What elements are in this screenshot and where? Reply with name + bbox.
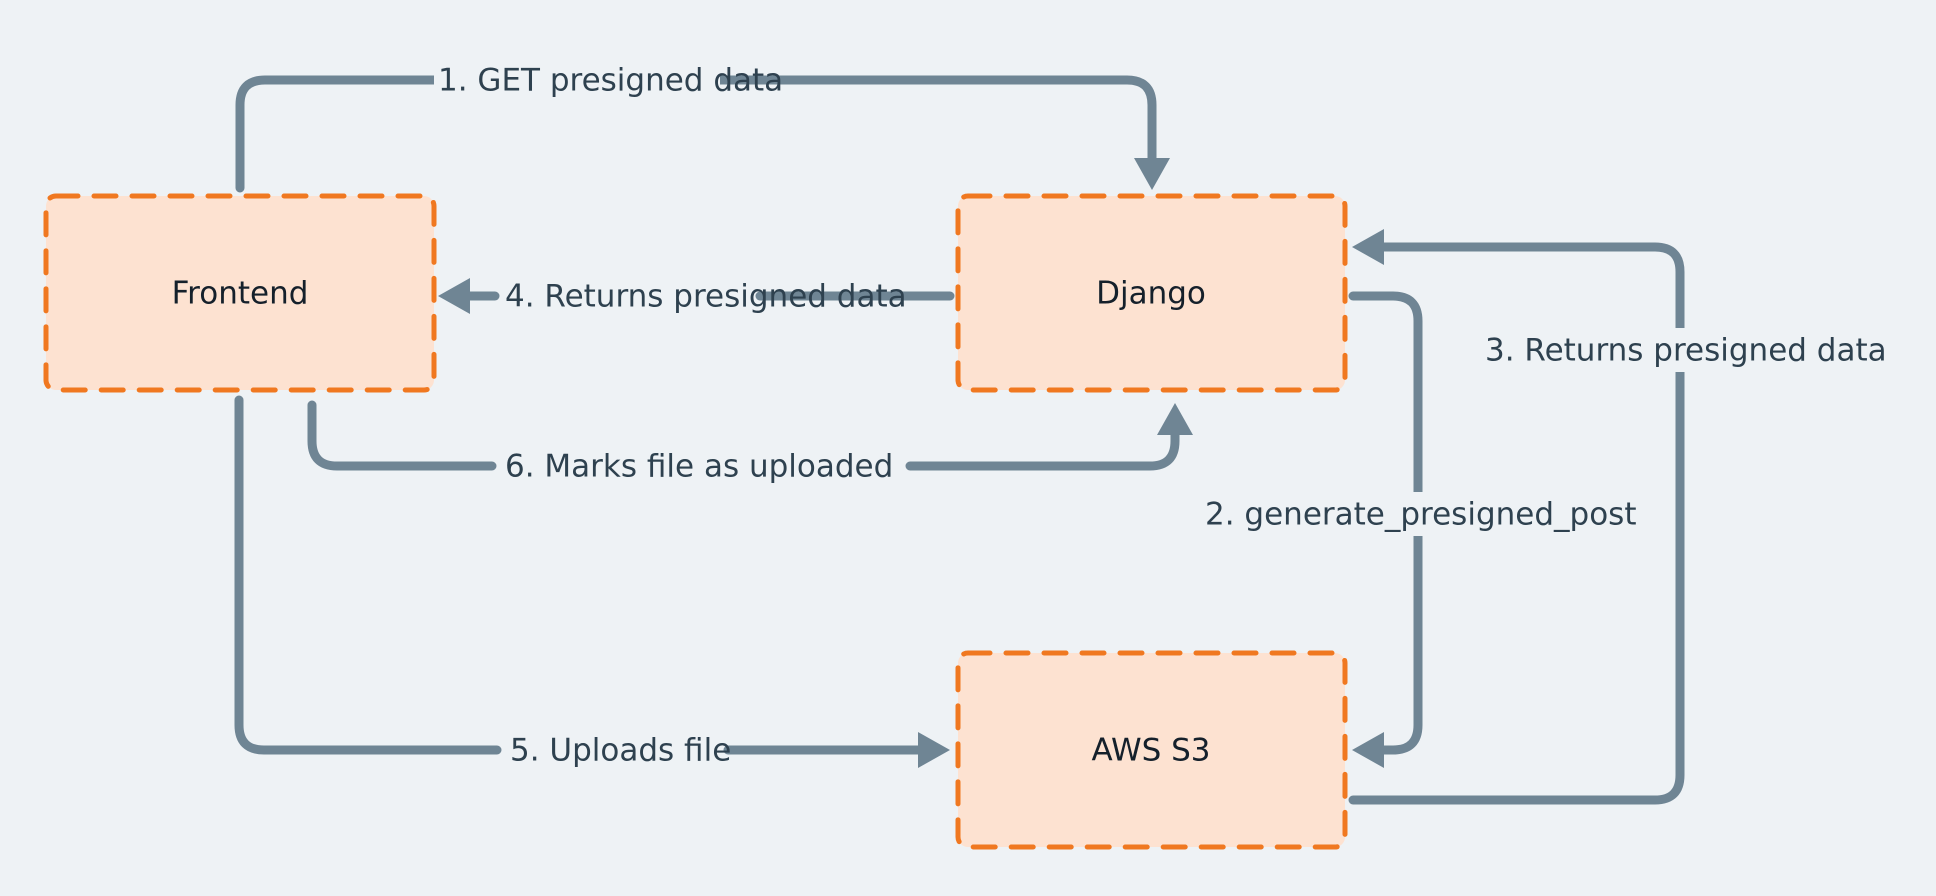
node-django[interactable]: Django xyxy=(955,193,1348,393)
node-django-box[interactable] xyxy=(955,193,1348,393)
edge-2-label: 2. generate_presigned_post xyxy=(1205,497,1636,533)
edge-1-arrowhead xyxy=(1134,158,1170,190)
edge-1-label-backdrop xyxy=(434,58,720,102)
edge-6-path-left xyxy=(307,400,497,471)
edge-2-label-backdrop xyxy=(1198,492,1638,536)
edge-6-label: 6. Marks file as uploaded xyxy=(505,449,893,485)
edge-6-path-right xyxy=(905,423,1180,471)
node-django-label: Django xyxy=(1096,276,1206,312)
edge-3-arrowhead xyxy=(1352,229,1384,265)
edge-4-arrowhead xyxy=(438,278,470,314)
edge-4-returns-presigned-data: 4. Returns presigned data xyxy=(438,278,955,315)
node-aws-s3-label: AWS S3 xyxy=(1091,733,1210,769)
edge-1-get-presigned-data: 1. GET presigned data xyxy=(235,58,1170,193)
edge-3-returns-presigned-data: 3. Returns presigned data xyxy=(1348,229,1898,805)
node-frontend-label: Frontend xyxy=(172,276,309,312)
node-aws-s3-box[interactable] xyxy=(955,650,1348,850)
node-aws-s3[interactable]: AWS S3 xyxy=(955,650,1348,850)
edge-5-arrowhead xyxy=(918,732,950,768)
edge-4-label: 4. Returns presigned data xyxy=(505,279,907,315)
edge-6-marks-file-as-uploaded: 6. Marks file as uploaded xyxy=(307,400,1193,485)
edge-5-uploads-file: 5. Uploads file xyxy=(234,395,950,769)
node-frontend[interactable]: Frontend xyxy=(43,193,437,393)
edge-5-path-left xyxy=(234,395,502,755)
edge-3-label-backdrop xyxy=(1478,328,1898,372)
edge-3-path xyxy=(1348,242,1685,805)
edge-2-generate-presigned-post: 2. generate_presigned_post xyxy=(1198,291,1638,768)
edge-1-label: 1. GET presigned data xyxy=(438,63,783,99)
node-frontend-box[interactable] xyxy=(43,193,437,393)
edge-2-arrowhead xyxy=(1352,732,1384,768)
edge-3-label: 3. Returns presigned data xyxy=(1485,333,1887,369)
edge-5-label: 5. Uploads file xyxy=(510,733,731,769)
edge-6-arrowhead xyxy=(1157,403,1193,435)
